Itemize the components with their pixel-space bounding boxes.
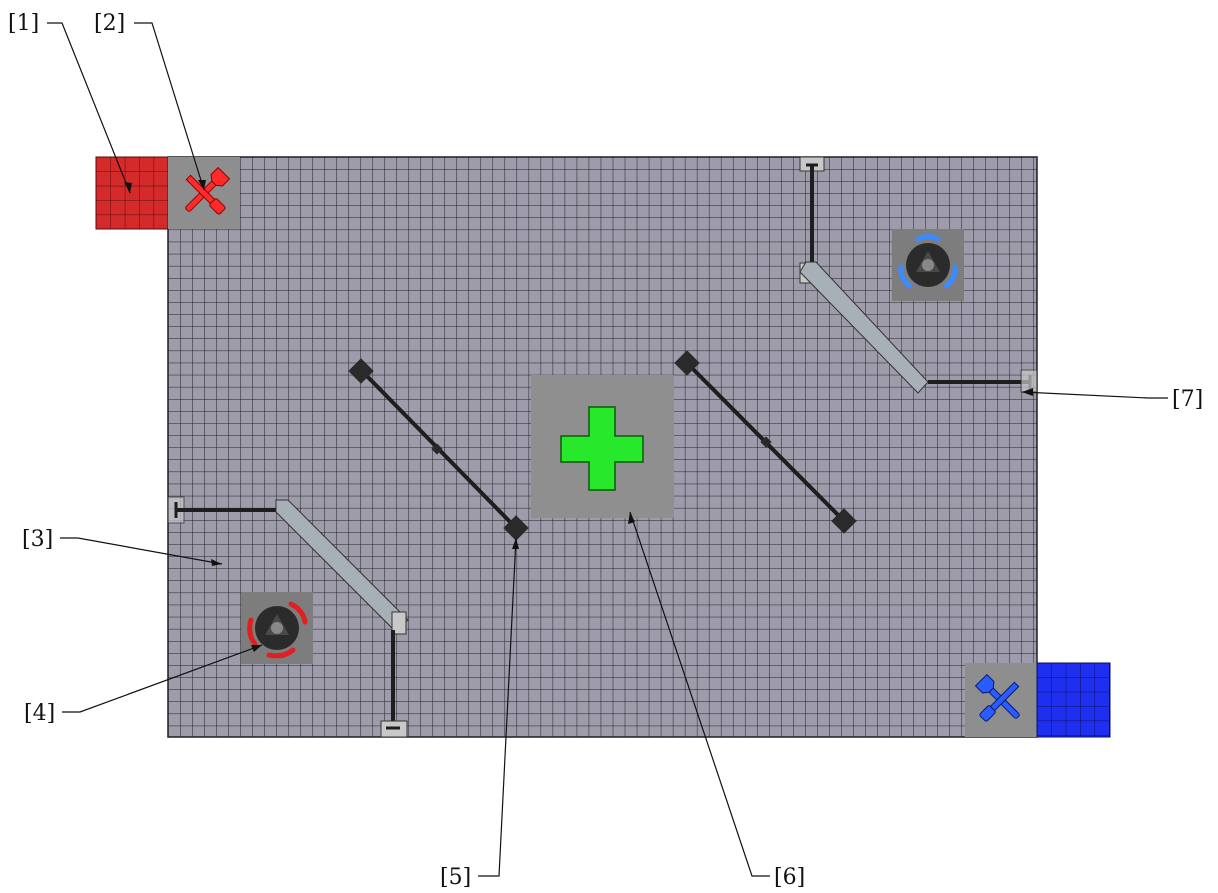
red-repair-tile [168,157,240,229]
callout-label-1: [1] [8,11,39,36]
callout-label-4: [4] [24,701,55,726]
callout-label-3: [3] [22,527,53,552]
blue-start-zone [1036,662,1111,738]
red-start-zone [95,156,169,230]
wrench-screwdriver-icon [974,673,1020,722]
leader-arrowheads [124,180,1033,652]
callout-label-6: [6] [774,865,805,890]
robot-icon [247,601,308,659]
callout-label-7: [7] [1172,387,1203,412]
rod-obstacle-left [348,358,529,541]
red-robot [241,592,313,664]
leader-lines [47,22,1168,877]
callout-label-2: [2] [94,11,125,36]
callout-label-5: [5] [440,865,471,890]
plus-cross-icon [560,406,644,491]
robot-icon [898,234,958,289]
blue-robot [892,229,964,301]
barrier-top-right [799,156,1038,394]
center-heal-zone [531,375,674,518]
wrench-screwdriver-icon [185,166,231,215]
blue-repair-tile [965,663,1037,737]
rod-obstacle-right [674,350,857,534]
barrier-bottom-left [167,496,409,738]
